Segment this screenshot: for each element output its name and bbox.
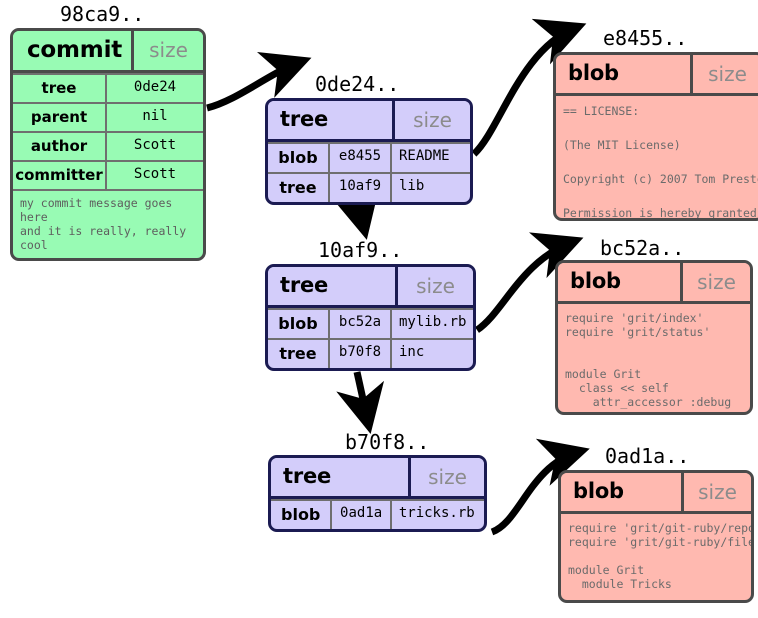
blob-content: require 'grit/git-ruby/reposi require 'g… [568,521,751,591]
blob-type-label: blob [570,269,621,293]
caption-blob-e8455: e8455.. [603,26,688,50]
node-commit-98ca9[interactable]: commit size tree 0de24 parent nil author… [10,28,206,261]
caption-commit-98ca9: 98ca9.. [60,2,145,26]
commit-row-committer: committer Scott [13,160,203,189]
tree-entry-rows: blob bc52a mylib.rb tree b70f8 inc [268,308,473,368]
node-tree-0de24[interactable]: tree size blob e8455 README tree 10af9 l… [265,98,473,205]
tree-entry-name: inc [390,340,473,368]
edge-tree-10af9-to-tree-b70f8 [336,371,385,434]
tree-entry-name: lib [390,174,470,202]
tree-size-label: size [392,101,470,139]
tree-entry-kind: blob [281,505,321,524]
commit-type-label: commit [27,37,123,63]
blob-content: require 'grit/index' require 'grit/statu… [565,311,732,409]
commit-field-value: Scott [105,162,203,189]
tree-entry-name: mylib.rb [390,310,473,338]
caption-tree-10af9: 10af9.. [318,238,403,262]
commit-field-rows: tree 0de24 parent nil author Scott commi… [13,73,203,189]
caption-blob-bc52a: bc52a.. [600,236,685,260]
tree-entry-hash: 0ad1a [330,501,389,529]
blob-content: == LICENSE: (The MIT License) Copyright … [563,104,758,218]
tree-header: tree size [271,458,484,499]
tree-entry-name: README [390,144,470,172]
tree-header: tree size [268,267,473,308]
node-blob-0ad1a[interactable]: blob size require 'grit/git-ruby/reposi … [558,470,754,603]
tree-entry-kind: tree [279,178,317,197]
tree-type-label: tree [280,273,329,297]
commit-field-key: committer [15,166,103,184]
tree-entry-row: blob bc52a mylib.rb [268,308,473,338]
tree-entry-name: tricks.rb [389,501,484,529]
tree-size-label: size [408,458,484,496]
tree-type-label: tree [283,464,332,488]
tree-entry-kind: blob [278,148,318,167]
tree-entry-kind: tree [279,344,317,363]
blob-size-label: size [690,55,758,93]
commit-message-line: my commit message goes here [20,196,173,224]
blob-header: blob size [561,473,751,514]
tree-entry-row: blob 0ad1a tricks.rb [271,499,484,529]
tree-entry-row: tree 10af9 lib [268,172,470,202]
commit-field-key: tree [41,79,77,97]
blob-header: blob size [558,263,750,304]
node-blob-bc52a[interactable]: blob size require 'grit/index' require '… [555,260,753,415]
tree-size-label: size [395,267,473,305]
commit-row-tree: tree 0de24 [13,73,203,102]
node-blob-e8455[interactable]: blob size == LICENSE: (The MIT License) … [553,52,758,221]
caption-blob-0ad1a: 0ad1a.. [605,444,690,468]
tree-entry-hash: e8455 [328,144,390,172]
caption-tree-0de24: 0de24.. [315,72,400,96]
node-tree-10af9[interactable]: tree size blob bc52a mylib.rb tree b70f8… [265,264,476,371]
node-tree-b70f8[interactable]: tree size blob 0ad1a tricks.rb [268,455,487,532]
commit-field-value: nil [105,104,203,131]
commit-message: my commit message goes here and it is re… [13,189,203,258]
tree-header: tree size [268,101,470,142]
commit-row-parent: parent nil [13,102,203,131]
tree-entry-rows: blob e8455 README tree 10af9 lib [268,142,470,202]
blob-header: blob size [556,55,758,96]
tree-type-label: tree [280,107,329,131]
tree-entry-hash: 10af9 [328,174,390,202]
blob-size-label: size [680,263,750,301]
commit-row-author: author Scott [13,131,203,160]
commit-field-value: Scott [105,133,203,160]
tree-entry-rows: blob 0ad1a tricks.rb [271,499,484,529]
blob-type-label: blob [568,61,619,85]
commit-message-line: and it is really, really cool [20,224,187,252]
commit-header: commit size [13,31,203,73]
tree-entry-row: blob e8455 README [268,142,470,172]
blob-type-label: blob [573,479,624,503]
commit-field-value: 0de24 [105,75,203,102]
commit-field-key: parent [30,108,88,126]
caption-tree-b70f8: b70f8.. [345,430,430,454]
tree-entry-kind: blob [278,314,318,333]
tree-entry-hash: b70f8 [328,340,390,368]
tree-entry-row: tree b70f8 inc [268,338,473,368]
commit-field-key: author [30,137,88,155]
tree-entry-hash: bc52a [328,310,390,338]
commit-size-label: size [131,31,203,70]
blob-size-label: size [681,473,751,511]
